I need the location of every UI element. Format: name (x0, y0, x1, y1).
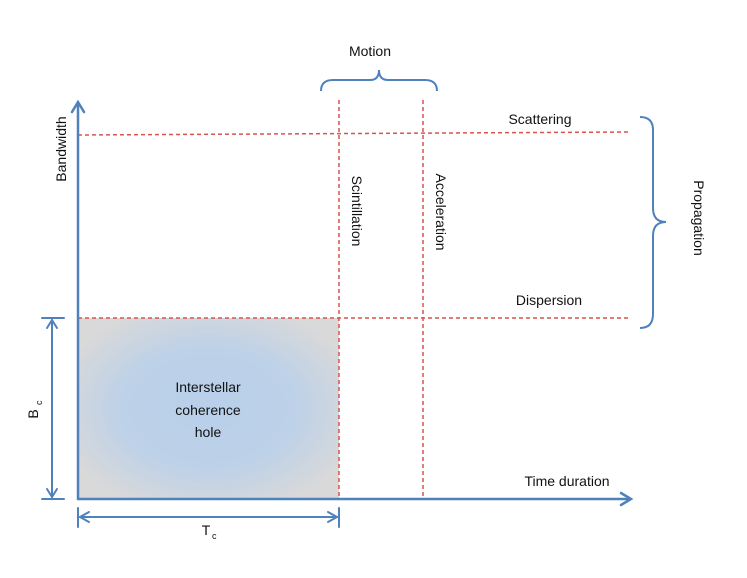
scattering-label: Scattering (508, 111, 571, 127)
tc-arrowhead-right (327, 511, 340, 523)
x-axis-arrowhead (619, 491, 634, 507)
tc-label-main: T (202, 522, 211, 538)
bandwidth-label: Bandwidth (53, 116, 69, 181)
bc-label: B c (25, 400, 44, 419)
motion-label: Motion (349, 43, 391, 59)
time-duration-label: Time duration (524, 473, 609, 489)
tc-arrowhead-left (77, 511, 90, 523)
tc-label-subscript: c (212, 531, 217, 541)
propagation-brace (639, 116, 667, 329)
hole-label-line1: Interstellar (175, 379, 241, 395)
bc-label-subscript: c (34, 400, 44, 405)
bc-arrowhead-top (46, 318, 58, 329)
hole-label-line2: coherence (175, 402, 241, 418)
propagation-label: Propagation (691, 180, 707, 256)
coherence-hole-region (78, 318, 339, 499)
bc-arrowhead-bottom (46, 488, 58, 499)
scintillation-label: Scintillation (349, 176, 365, 247)
acceleration-label: Acceleration (433, 173, 449, 250)
dispersion-label: Dispersion (516, 292, 582, 308)
bc-label-main: B (25, 409, 41, 418)
y-axis-arrowhead (70, 99, 86, 114)
motion-brace (320, 69, 438, 92)
hole-label-line3: hole (195, 424, 222, 440)
scattering-line (77, 131, 631, 136)
